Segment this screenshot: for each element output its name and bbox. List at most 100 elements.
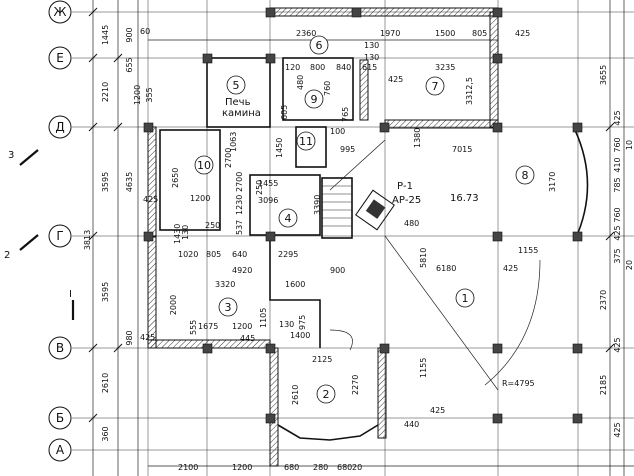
dim-text: 360 [101, 426, 110, 441]
radius-label: R=4795 [502, 379, 535, 388]
dimension-lines [88, 0, 634, 476]
dim-text: 410 [613, 157, 622, 172]
axis-markers: Ж Е Д Г В Б А [48, 0, 72, 462]
dim-text: 5810 [419, 248, 428, 268]
column [572, 343, 583, 354]
wall-right-upper [489, 11, 499, 128]
dim-text: 615 [362, 63, 377, 72]
dim-text: 1200 [232, 322, 252, 331]
dims-right: 3655 425 760 410 10 785 760 425 375 2370… [599, 65, 634, 438]
axis-label: Е [56, 51, 64, 65]
dims-left-mid: 900 655 4635 3813 980 [83, 27, 134, 345]
wall-room3-right [269, 236, 321, 348]
room-number: 6 [316, 39, 323, 52]
room-area: 16.73 [450, 193, 479, 204]
wall-kitchen-left [359, 59, 369, 121]
column [492, 122, 503, 133]
dim-text: 425 [613, 225, 622, 240]
text-labels: Печь камина Р-1 АР-25 16.73 R=4795 [222, 97, 535, 388]
dim-text: 130 [364, 41, 379, 50]
stove-label-2: камина [222, 108, 261, 119]
column [351, 7, 362, 18]
dim-text: 3096 [258, 196, 278, 205]
dims-left-outer: 1445 2210 3595 3595 2610 360 [101, 25, 110, 442]
column [492, 343, 503, 354]
dim-text: 900 [125, 27, 134, 42]
dim-text: 480 [404, 219, 419, 228]
column [492, 7, 503, 18]
axis-label: Б [56, 411, 64, 425]
dim-text: 640 [232, 250, 247, 259]
dim-text: 2610 [101, 373, 110, 393]
room-number: 9 [311, 93, 318, 106]
dim-text: 425 [388, 75, 403, 84]
room-number: 11 [299, 135, 313, 148]
dim-text: 3655 [599, 65, 608, 85]
arc-radius [484, 259, 541, 386]
dim-text: 2100 [178, 463, 198, 472]
dim-text: 425 [430, 406, 445, 415]
walls [147, 7, 589, 467]
dim-text: 6180 [436, 264, 456, 273]
dim-text: 4635 [125, 172, 134, 192]
dim-text: 1155 [419, 358, 428, 378]
dim-text: 375 [613, 248, 622, 263]
dim-text: 1105 [259, 308, 268, 328]
dim-text: 980 [125, 330, 134, 345]
column [492, 413, 503, 424]
stove-label-1: Печь [225, 97, 251, 108]
room-number: 5 [233, 79, 240, 92]
dim-text: 1020 [178, 250, 198, 259]
dim-text: 425 [613, 110, 622, 125]
dim-text: 3170 [548, 172, 557, 192]
dim-text: 250 [255, 180, 264, 195]
dim-text: 975 [298, 315, 307, 330]
dim-text: 4920 [232, 266, 252, 275]
dim-text: 840 [336, 63, 351, 72]
room-number: 3 [225, 301, 232, 314]
stair-label-ar: АР-25 [392, 195, 421, 206]
dim-text: 60 [140, 27, 150, 36]
dim-text: 1063 [229, 132, 238, 152]
dim-text: 120 [285, 63, 300, 72]
wall-bay-right [574, 129, 589, 241]
dim-text: 2700 [224, 148, 233, 168]
section-label: 2 [4, 250, 10, 261]
column [202, 343, 213, 354]
room-number: 2 [323, 388, 330, 401]
dim-text: 2000 [169, 295, 178, 315]
dim-text: 1200 [232, 463, 252, 472]
stair-newel [365, 199, 386, 219]
dim-text: 3595 [101, 172, 110, 192]
dim-text: 3320 [215, 280, 235, 289]
dim-text: 250 [205, 221, 220, 230]
wall-room5 [206, 57, 271, 128]
dim-text: 765 [341, 107, 350, 122]
dim-text: 2270 [351, 375, 360, 395]
dim-text: 480 [296, 75, 305, 90]
dim-text: 100 [330, 127, 345, 136]
dim-text: 2185 [599, 375, 608, 395]
dim-text: 805 [472, 29, 487, 38]
wall-room2-left [269, 347, 279, 467]
room-number: 1 [462, 292, 469, 305]
dim-text: 425 [613, 337, 622, 352]
dim-text: 20 [352, 463, 362, 472]
dim-text: 2360 [296, 29, 316, 38]
dim-text: 3235 [435, 63, 455, 72]
dim-text: 2700 [235, 172, 244, 192]
columns [143, 7, 583, 424]
dim-text: 655 [125, 57, 134, 72]
dim-text: 995 [340, 145, 355, 154]
dims-top: 2360 1970 1500 805 425 120 800 840 615 1… [285, 29, 530, 72]
column [143, 231, 154, 242]
dim-text: 2650 [171, 168, 180, 188]
dim-text: 3813 [83, 230, 92, 250]
dim-text: 1675 [198, 322, 218, 331]
axis-label: В [56, 341, 64, 355]
dims-misc: 130 425 480 605 760 765 3312,5 100 1380 … [143, 53, 557, 472]
column [265, 7, 276, 18]
room-number: 10 [197, 159, 211, 172]
dim-text: 425 [515, 29, 530, 38]
